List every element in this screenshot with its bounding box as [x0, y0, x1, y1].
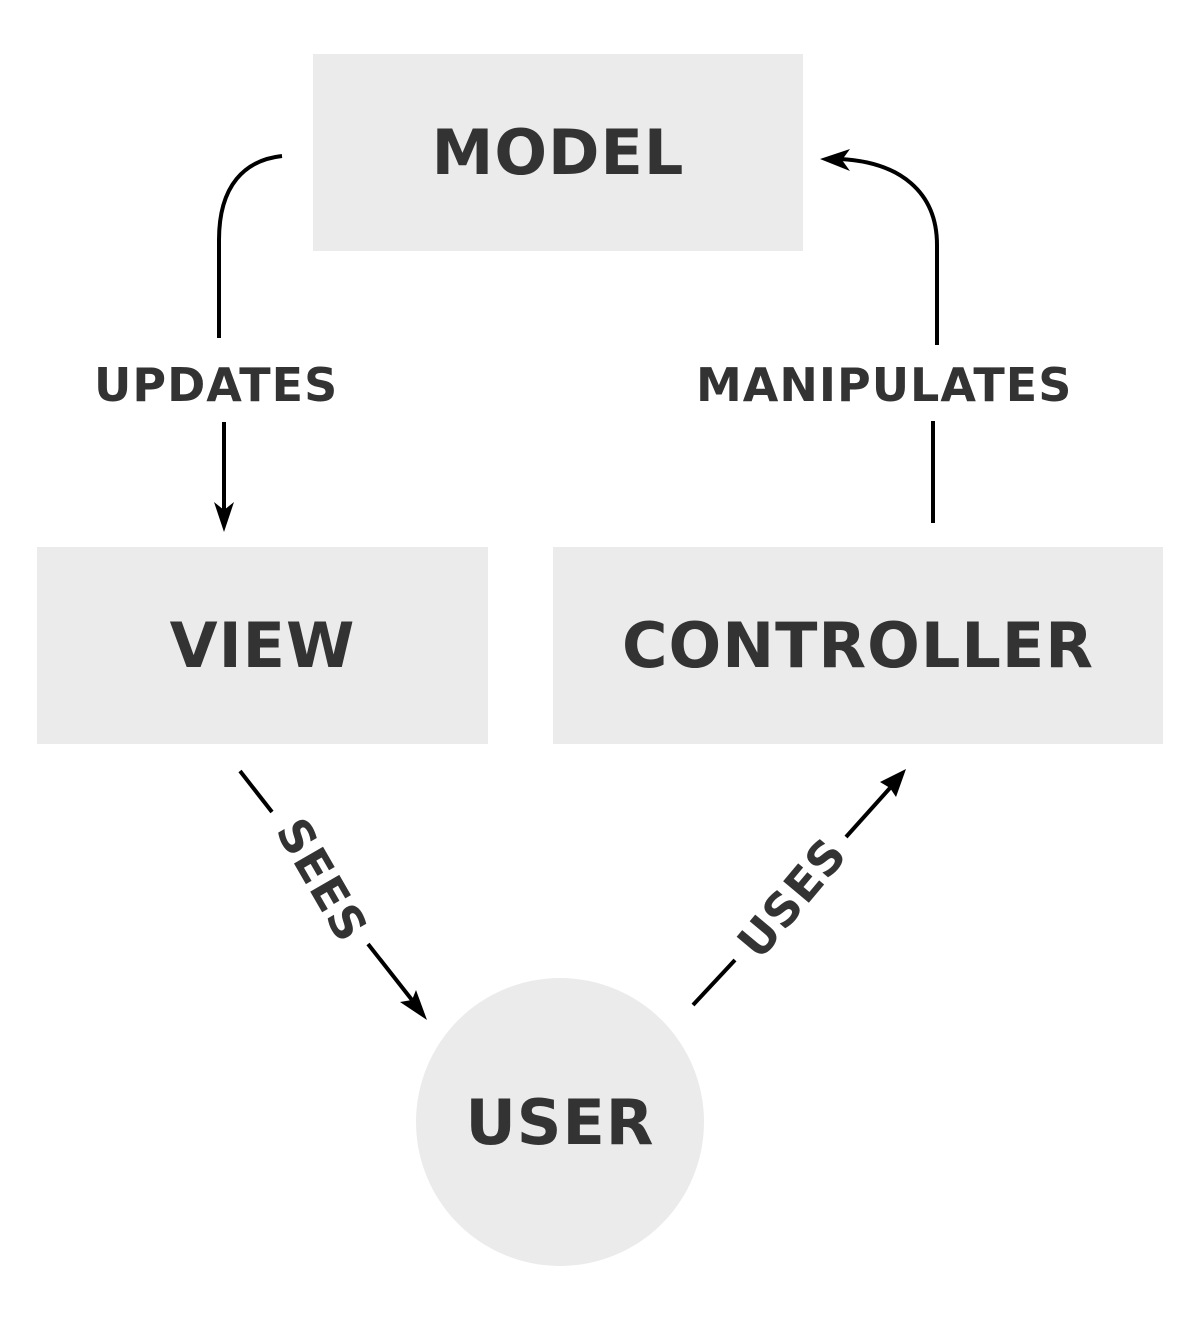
controller-node: CONTROLLER: [553, 547, 1163, 744]
updates-arrow-upper: [217, 154, 283, 338]
uses-arrowhead: [880, 769, 906, 797]
updates-arrowhead: [214, 502, 234, 532]
uses-arrow-upper: [844, 786, 892, 839]
model-label: MODEL: [431, 116, 685, 189]
uses-arrow-lower: [691, 958, 737, 1007]
sees-arrowhead: [400, 990, 427, 1020]
user-label: USER: [465, 1085, 655, 1159]
user-node: USER: [416, 978, 704, 1266]
manipulates-arrow-upper: [839, 157, 939, 345]
controller-label: CONTROLLER: [622, 609, 1094, 682]
manipulates-edge-label: MANIPULATES: [696, 358, 1073, 412]
manipulates-arrowhead: [820, 149, 850, 171]
sees-arrow-lower: [366, 942, 414, 1002]
sees-arrow-upper: [238, 769, 274, 814]
view-node: VIEW: [37, 547, 488, 744]
model-node: MODEL: [313, 54, 803, 251]
view-label: VIEW: [169, 609, 356, 682]
updates-edge-label: UPDATES: [94, 358, 339, 412]
